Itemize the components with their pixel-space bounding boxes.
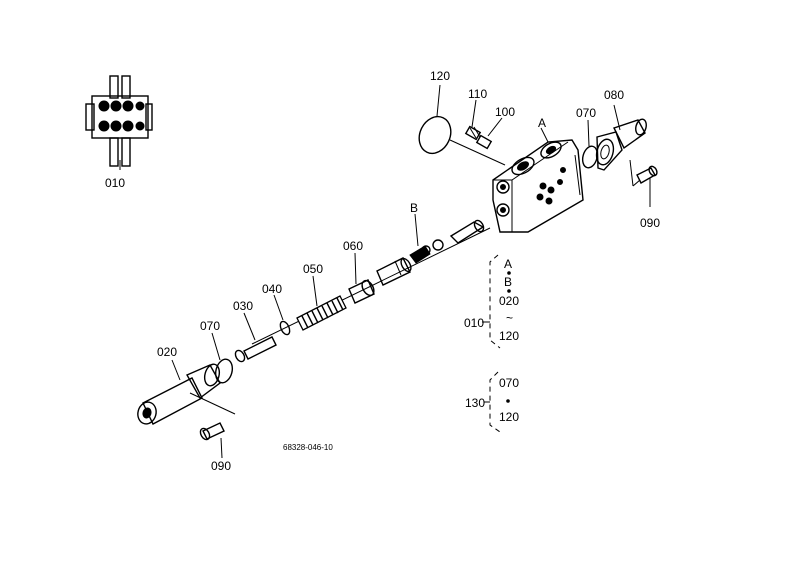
label-020: 020 [157, 345, 177, 359]
label-080: 080 [604, 88, 624, 102]
group-130-item-120: 120 [499, 410, 519, 424]
label-050: 050 [303, 262, 323, 276]
label-030: 030 [233, 299, 253, 313]
drawing-number: 68328-046-10 [283, 443, 333, 452]
o-ring-070-left [214, 358, 234, 384]
label-010-thumbnail: 010 [105, 176, 125, 190]
group-010-item-a: A [504, 257, 512, 271]
washer-040 [279, 320, 291, 336]
group-010-item-range: ~ [506, 311, 513, 325]
group-010-item-b: B [504, 275, 512, 289]
label-A: A [538, 116, 546, 130]
plug-110 [464, 125, 482, 141]
group-010-label: 010 [464, 316, 484, 330]
group-130-label: 130 [465, 396, 485, 410]
label-070-right: 070 [576, 106, 596, 120]
group-010-item-020: 020 [499, 294, 519, 308]
label-090-left: 090 [211, 459, 231, 473]
bolt-030 [234, 336, 277, 363]
collar-060 [348, 279, 375, 304]
spool-sleeve [376, 257, 412, 286]
group-130-item-070: 070 [499, 376, 519, 390]
label-100: 100 [495, 105, 515, 119]
label-B: B [410, 201, 418, 215]
label-110: 110 [468, 87, 487, 101]
label-090-right: 090 [640, 216, 660, 230]
valve-stack-thumbnail [85, 75, 153, 170]
cap-020 [137, 363, 221, 425]
spring-050 [296, 295, 347, 331]
label-040: 040 [262, 282, 282, 296]
group-010-item-120: 120 [499, 329, 519, 343]
spool-end-B [409, 219, 485, 264]
label-060: 060 [343, 239, 363, 253]
group-bracket-010 [489, 254, 501, 349]
cap-080 [595, 118, 647, 171]
label-070-left: 070 [200, 319, 220, 333]
valve-body-A [492, 139, 584, 233]
o-ring-120 [418, 115, 452, 155]
bolt-090-left [199, 422, 225, 441]
label-120: 120 [430, 69, 450, 83]
plug-100 [475, 134, 493, 150]
